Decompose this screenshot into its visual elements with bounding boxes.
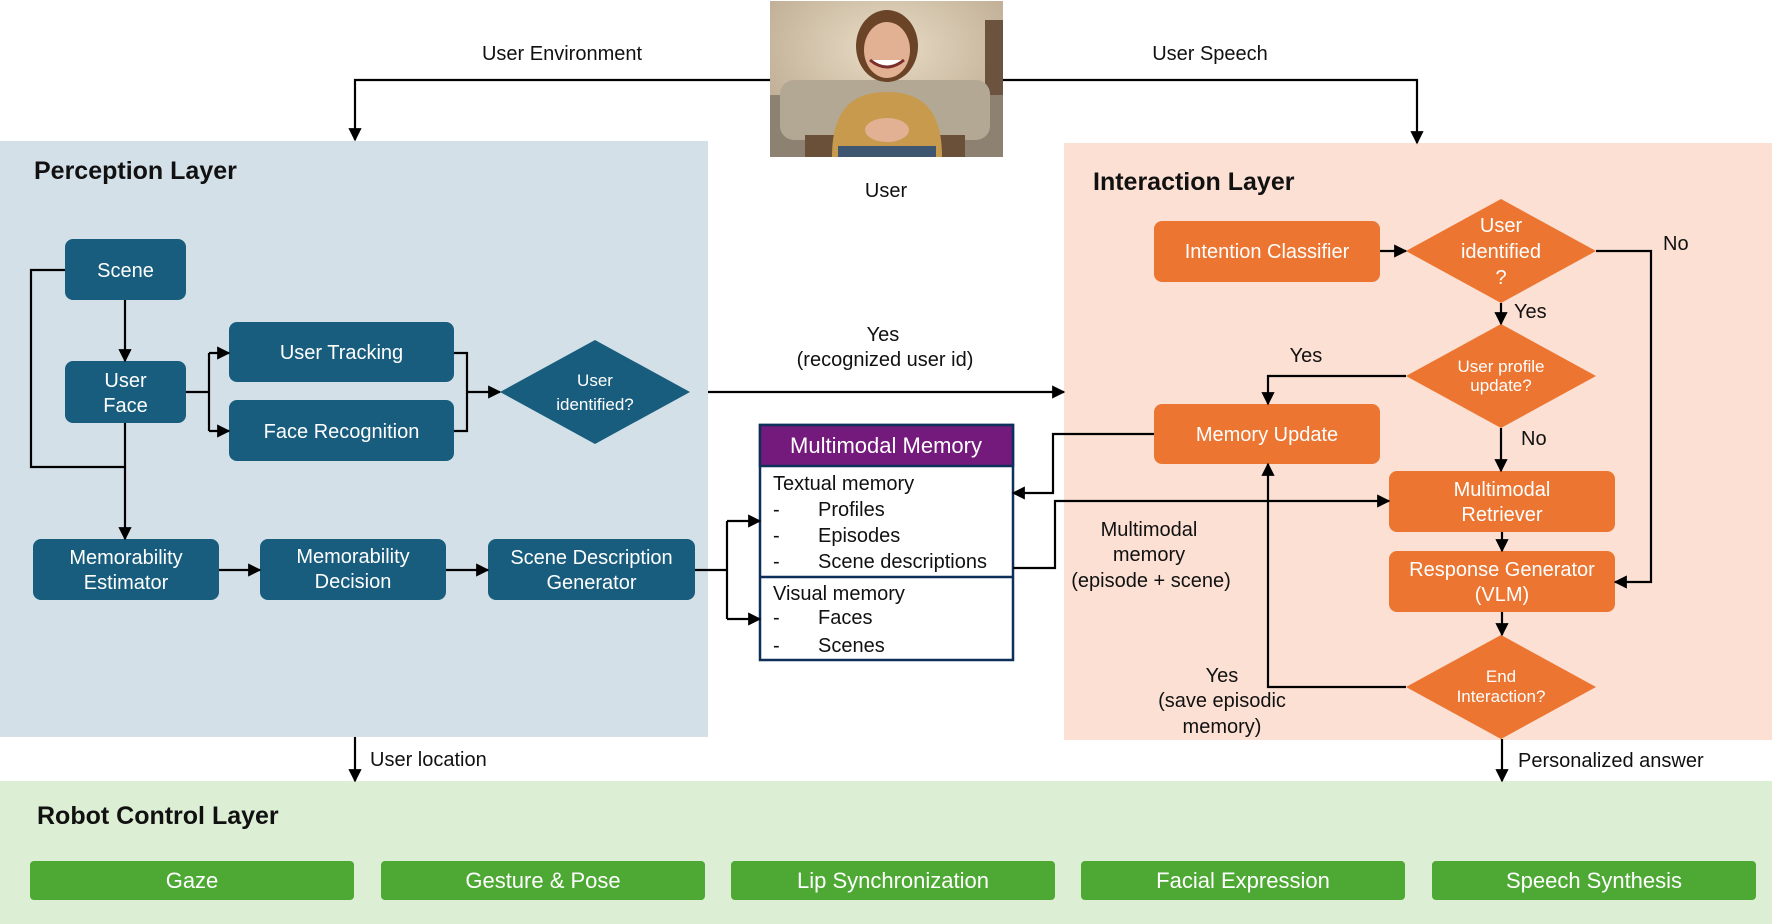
robot-module-speech-synthesis-label: Speech Synthesis bbox=[1506, 868, 1682, 893]
user-photo bbox=[770, 1, 1003, 157]
node-memorability-decision-label-1: Memorability bbox=[296, 546, 409, 568]
node-memorability-estimator-label-2: Estimator bbox=[84, 572, 169, 594]
robot-module-lip-synchronization: Lip Synchronization bbox=[731, 861, 1055, 900]
decision-user-identified-interaction-label-3: ? bbox=[1495, 267, 1506, 289]
decision-user-identified-perception-label-2: identified? bbox=[556, 395, 634, 414]
robot-module-facial-expression: Facial Expression bbox=[1081, 861, 1405, 900]
memory-bullet: - bbox=[773, 607, 780, 629]
decision-user-identified-interaction-label-2: identified bbox=[1461, 241, 1541, 263]
edge-label-yes-end-2: (save episodic bbox=[1158, 690, 1286, 712]
node-face-recognition: Face Recognition bbox=[229, 400, 454, 461]
node-multimodal-retriever-label-2: Retriever bbox=[1461, 504, 1542, 526]
robot-control-layer-title: Robot Control Layer bbox=[37, 802, 279, 830]
edge-label-multimodal-2: memory bbox=[1113, 544, 1185, 566]
edge-label-user-location: User location bbox=[370, 749, 487, 771]
memory-textual-item: Profiles bbox=[818, 499, 885, 521]
node-user-tracking: User Tracking bbox=[229, 322, 454, 382]
robot-module-gesture-pose-label: Gesture & Pose bbox=[465, 868, 620, 893]
node-scene-description-generator-label-2: Generator bbox=[546, 572, 636, 594]
node-response-generator-label-1: Response Generator bbox=[1409, 559, 1595, 581]
edge-label-no-identified: No bbox=[1663, 233, 1689, 255]
node-scene: Scene bbox=[65, 239, 186, 300]
memory-bullet: - bbox=[773, 551, 780, 573]
decision-user-profile-update-label-1: User profile bbox=[1458, 357, 1545, 376]
multimodal-memory: Multimodal Memory Textual memory - Profi… bbox=[758, 423, 1015, 662]
node-face-recognition-label: Face Recognition bbox=[264, 421, 420, 443]
memory-bullet: - bbox=[773, 635, 780, 657]
edge-label-yes-end-3: memory) bbox=[1183, 716, 1262, 738]
perception-layer-title: Perception Layer bbox=[34, 157, 237, 185]
edge-user-speech bbox=[1003, 78, 1424, 145]
robot-module-speech-synthesis: Speech Synthesis bbox=[1432, 861, 1756, 900]
edge-label-yes-profile: Yes bbox=[1290, 345, 1323, 367]
node-memorability-decision-label-2: Decision bbox=[315, 571, 392, 593]
node-user-tracking-label: User Tracking bbox=[280, 342, 403, 364]
robot-control-layer-panel bbox=[0, 781, 1772, 924]
decision-user-profile-update: User profile update? bbox=[1406, 324, 1596, 428]
memory-visual-title: Visual memory bbox=[773, 583, 905, 605]
decision-end-interaction: End Interaction? bbox=[1406, 635, 1596, 739]
memory-visual-item: Faces bbox=[818, 607, 872, 629]
node-scene-description-generator: Scene Description Generator bbox=[488, 539, 695, 600]
node-scene-label: Scene bbox=[97, 260, 154, 282]
edge-scene-to-estimator bbox=[29, 268, 132, 541]
node-memorability-estimator: Memorability Estimator bbox=[33, 539, 219, 600]
node-intention-classifier: Intention Classifier bbox=[1154, 221, 1380, 282]
memory-textual-title: Textual memory bbox=[773, 473, 914, 495]
memory-title: Multimodal Memory bbox=[790, 433, 982, 458]
edge-profile-yes bbox=[1261, 374, 1406, 406]
decision-user-profile-update-label-2: update? bbox=[1470, 376, 1531, 395]
node-scene-description-generator-label-1: Scene Description bbox=[510, 547, 672, 569]
robot-module-lip-synchronization-label: Lip Synchronization bbox=[797, 868, 989, 893]
edge-label-no-profile: No bbox=[1521, 428, 1547, 450]
memory-bullet: - bbox=[773, 525, 780, 547]
node-response-generator: Response Generator (VLM) bbox=[1389, 551, 1615, 612]
edge-label-yes-end-1: Yes bbox=[1206, 665, 1239, 687]
memory-textual-item: Scene descriptions bbox=[818, 551, 987, 573]
memory-textual-item: Episodes bbox=[818, 525, 900, 547]
node-memorability-estimator-label-1: Memorability bbox=[69, 547, 182, 569]
robot-module-gesture-pose: Gesture & Pose bbox=[381, 861, 705, 900]
edge-label-personalized-answer: Personalized answer bbox=[1518, 750, 1704, 772]
decision-end-interaction-label-2: Interaction? bbox=[1457, 687, 1546, 706]
edge-label-yes-recognized-2: (recognized user id) bbox=[797, 349, 974, 371]
edge-user-environment bbox=[348, 78, 770, 142]
node-response-generator-label-2: (VLM) bbox=[1475, 584, 1529, 606]
node-intention-classifier-label: Intention Classifier bbox=[1185, 241, 1350, 263]
memory-bullet: - bbox=[773, 499, 780, 521]
interaction-layer-title: Interaction Layer bbox=[1093, 168, 1295, 196]
node-user-face-label-2: Face bbox=[103, 395, 147, 417]
edge-label-yes-recognized-1: Yes bbox=[867, 324, 900, 346]
robot-module-facial-expression-label: Facial Expression bbox=[1156, 868, 1330, 893]
edge-identified-no bbox=[1596, 249, 1653, 589]
edge-memory-to-retriever bbox=[1013, 494, 1391, 570]
node-multimodal-retriever: Multimodal Retriever bbox=[1389, 471, 1615, 532]
memory-visual-item: Scenes bbox=[818, 635, 885, 657]
decision-user-identified-perception: User identified? bbox=[500, 340, 690, 444]
user-label: User bbox=[865, 180, 908, 202]
decision-user-identified-perception-label-1: User bbox=[577, 371, 613, 390]
robot-module-gaze: Gaze bbox=[30, 861, 354, 900]
edge-label-user-speech: User Speech bbox=[1152, 43, 1268, 65]
edge-label-multimodal-1: Multimodal bbox=[1101, 519, 1198, 541]
node-memory-update-label: Memory Update bbox=[1196, 424, 1338, 446]
edge-label-user-environment: User Environment bbox=[482, 43, 643, 65]
node-memorability-decision: Memorability Decision bbox=[260, 539, 446, 600]
node-user-face: User Face bbox=[65, 361, 186, 423]
node-user-face-label-1: User bbox=[104, 370, 147, 392]
decision-end-interaction-label-1: End bbox=[1486, 667, 1516, 686]
decision-user-identified-interaction: User identified ? bbox=[1406, 199, 1596, 303]
edge-label-multimodal-3: (episode + scene) bbox=[1071, 570, 1231, 592]
edge-memory-update-to-memory bbox=[1011, 432, 1154, 500]
decision-user-identified-interaction-label-1: User bbox=[1480, 215, 1523, 237]
robot-module-gaze-label: Gaze bbox=[166, 868, 219, 893]
node-memory-update: Memory Update bbox=[1154, 404, 1380, 464]
edge-label-yes-identified: Yes bbox=[1514, 301, 1547, 323]
node-multimodal-retriever-label-1: Multimodal bbox=[1454, 479, 1551, 501]
edge-end-yes-save bbox=[1261, 462, 1406, 689]
